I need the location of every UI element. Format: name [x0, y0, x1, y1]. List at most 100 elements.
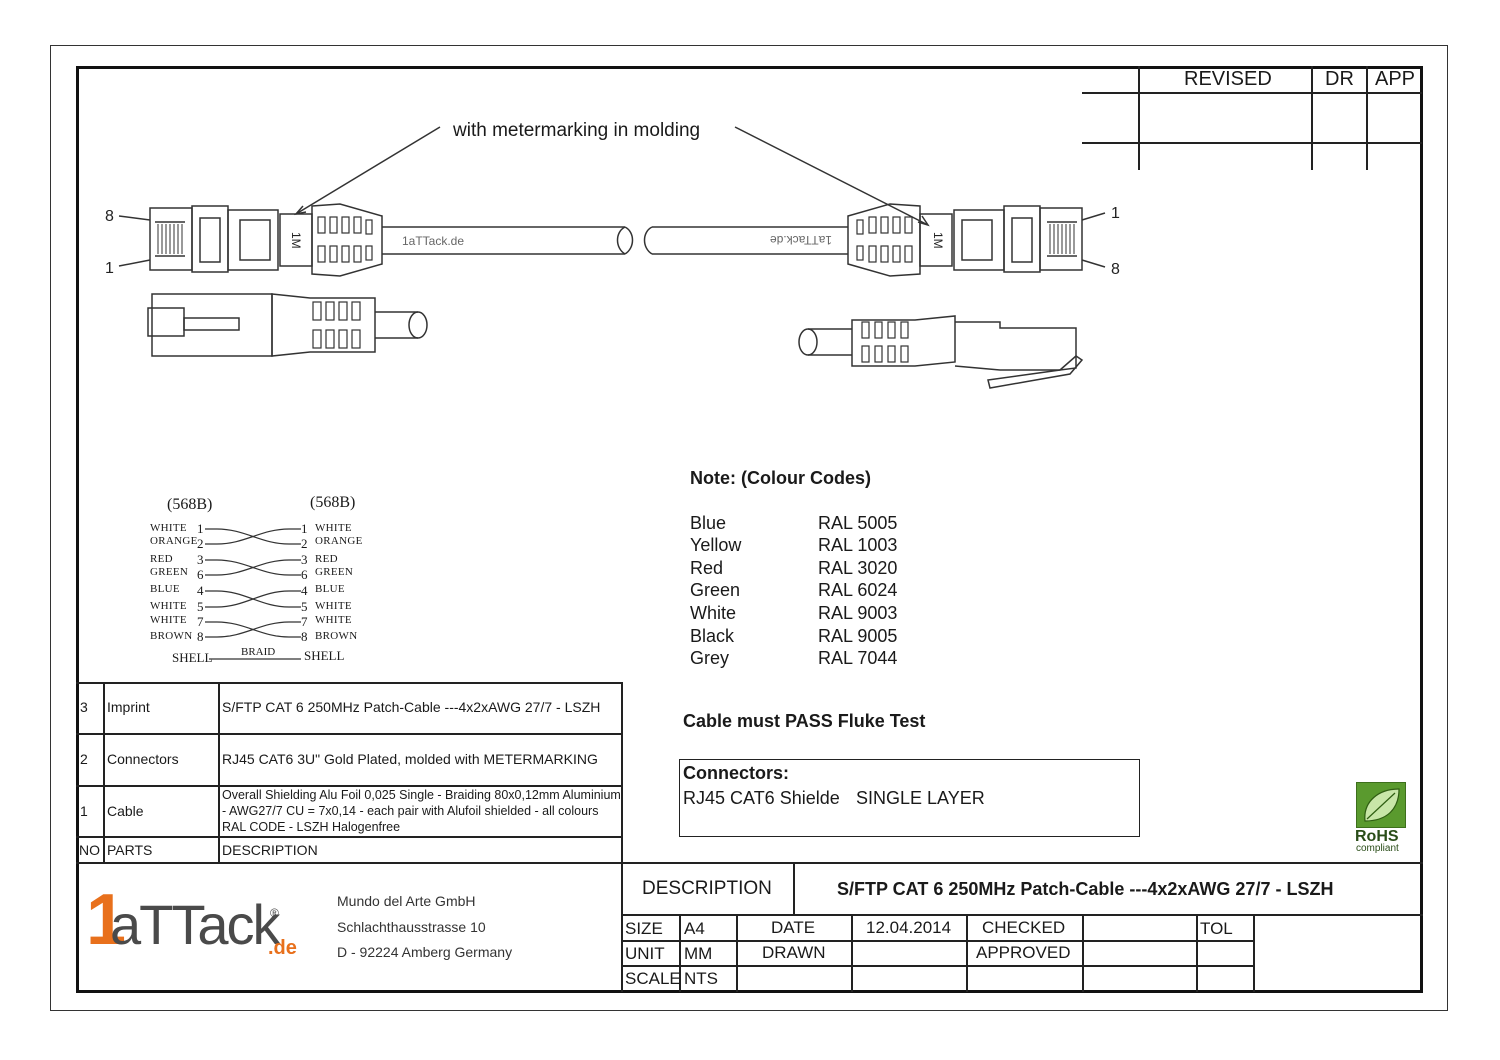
- pair4-right-bottom: BROWN: [315, 630, 358, 642]
- unit-value: MM: [684, 944, 713, 963]
- pair3-left-bottom: WHITE: [150, 600, 187, 612]
- logo-registered: ®: [270, 906, 279, 920]
- left-pin-8: 8: [105, 208, 114, 225]
- colour-code: RAL 7044: [818, 648, 898, 668]
- connectors-box-text-b: SINGLE LAYER: [856, 788, 985, 809]
- logo-one: 1: [86, 880, 127, 960]
- pin-left-8: 8: [197, 629, 204, 644]
- colour-code: RAL 1003: [818, 535, 898, 555]
- pair3-right-top: BLUE: [315, 583, 345, 595]
- left-cable-print: 1aTTack.de: [402, 234, 464, 248]
- colour-code: RAL 5005: [818, 513, 898, 533]
- pin-left-2: 2: [197, 536, 204, 551]
- part-1-name: Cable: [107, 803, 144, 819]
- parts-header-no: NO: [79, 842, 100, 858]
- pin-right-4: 4: [301, 583, 308, 598]
- colour-name: Red: [690, 558, 724, 578]
- colour-name: Black: [690, 626, 735, 646]
- part-3-no: 3: [80, 699, 88, 715]
- pair4-right-top: WHITE: [315, 614, 352, 626]
- date-label: DATE: [771, 918, 816, 937]
- pin-left-3: 3: [197, 552, 204, 567]
- pair2-left-bottom: GREEN: [150, 566, 189, 578]
- pin-left-1: 1: [197, 521, 204, 536]
- colour-code: RAL 3020: [818, 558, 898, 578]
- logo-main: aTTack: [110, 893, 280, 956]
- wiring-left-header: (568B): [167, 496, 213, 513]
- pair4-left-bottom: BROWN: [150, 630, 193, 642]
- braid-label: BRAID: [241, 646, 276, 658]
- part-2-no: 2: [80, 751, 88, 767]
- left-meter-mark: 1M: [289, 232, 303, 249]
- pin-right-8: 8: [301, 629, 308, 644]
- part-3-name: Imprint: [107, 699, 150, 715]
- left-plug-tip: [149, 207, 193, 271]
- tol-label: TOL: [1200, 919, 1233, 938]
- pair1-right-bottom: ORANGE: [315, 535, 363, 547]
- part-1-no: 1: [80, 803, 88, 819]
- twisted-pair-lines: [205, 528, 301, 660]
- part-1-desc: Overall Shielding Alu Foil 0,025 Single …: [222, 788, 621, 834]
- pin-right-2: 2: [301, 536, 308, 551]
- approved-label: APPROVED: [976, 943, 1071, 962]
- connectors-box-title: Connectors:: [683, 763, 790, 783]
- right-pin-1: 1: [1111, 205, 1120, 222]
- colour-name: White: [690, 603, 737, 623]
- cable-drawing: 8 1 1 8 1M 1M 1aTTack.de 1aTTack.de: [105, 126, 1120, 389]
- colour-name: Green: [690, 580, 741, 600]
- description-value: S/FTP CAT 6 250MHz Patch-Cable ---4x2xAW…: [837, 879, 1334, 899]
- pair3-right-bottom: WHITE: [315, 600, 352, 612]
- size-label: SIZE: [625, 919, 663, 938]
- pin-left-7: 7: [197, 614, 204, 629]
- checked-label: CHECKED: [982, 918, 1066, 937]
- pin-right-6: 6: [301, 567, 308, 582]
- colour-name: Grey: [690, 648, 730, 668]
- scale-value: NTS: [684, 969, 718, 988]
- pair4-left-top: WHITE: [150, 614, 187, 626]
- fluke-test-note: Cable must PASS Fluke Test: [683, 711, 926, 731]
- pin-right-7: 7: [301, 614, 308, 629]
- part-2-name: Connectors: [107, 751, 179, 767]
- wiring-right-header: (568B): [310, 494, 356, 511]
- colour-code: RAL 6024: [818, 580, 898, 600]
- outer-frame: [50, 45, 1448, 1011]
- app-header: APP: [1375, 68, 1416, 90]
- right-cable-print: 1aTTack.de: [770, 233, 832, 247]
- pair2-right-bottom: GREEN: [315, 566, 354, 578]
- parts-header-description: DESCRIPTION: [222, 842, 318, 858]
- rohs-subtitle: compliant: [1356, 843, 1399, 854]
- drawing-frame: [76, 66, 1423, 993]
- pin-right-5: 5: [301, 599, 308, 614]
- revised-header: REVISED: [1184, 68, 1272, 90]
- colour-code: RAL 9005: [818, 626, 898, 646]
- metermarking-annotation: with metermarking in molding: [453, 120, 701, 141]
- company-city: D - 92224 Amberg Germany: [337, 944, 513, 960]
- shell-right: SHELL: [304, 648, 345, 663]
- pin-left-6: 6: [197, 567, 204, 582]
- pair3-left-top: BLUE: [150, 583, 180, 595]
- pin-right-1: 1: [301, 521, 308, 536]
- right-meter-mark: 1M: [931, 232, 945, 249]
- colour-name: Blue: [690, 513, 727, 533]
- colour-name: Yellow: [690, 535, 742, 555]
- part-2-desc: RJ45 CAT6 3U" Gold Plated, molded with M…: [222, 751, 598, 767]
- connectors-box: [679, 759, 1140, 837]
- pair1-left-bottom: ORANGE: [150, 535, 198, 547]
- pin-right-3: 3: [301, 552, 308, 567]
- pair2-right-top: RED: [315, 553, 338, 565]
- pin-left-4: 4: [197, 583, 204, 598]
- pin-left-5: 5: [197, 599, 204, 614]
- note-title: Note: (Colour Codes): [690, 468, 871, 488]
- connectors-box-text-a: RJ45 CAT6 Shielde: [683, 788, 840, 808]
- shell-left: SHELL: [172, 650, 213, 665]
- parts-header-parts: PARTS: [107, 842, 153, 858]
- company-name: Mundo del Arte GmbH: [337, 893, 476, 909]
- description-label: DESCRIPTION: [642, 878, 772, 899]
- pair1-left-top: WHITE: [150, 522, 187, 534]
- scale-label: SCALE: [625, 969, 681, 988]
- rohs-leaf-icon: [1356, 782, 1406, 828]
- pair1-right-top: WHITE: [315, 522, 352, 534]
- company-street: Schlachthausstrasse 10: [337, 919, 486, 935]
- pair2-left-top: RED: [150, 553, 173, 565]
- left-pin-1: 1: [105, 260, 114, 277]
